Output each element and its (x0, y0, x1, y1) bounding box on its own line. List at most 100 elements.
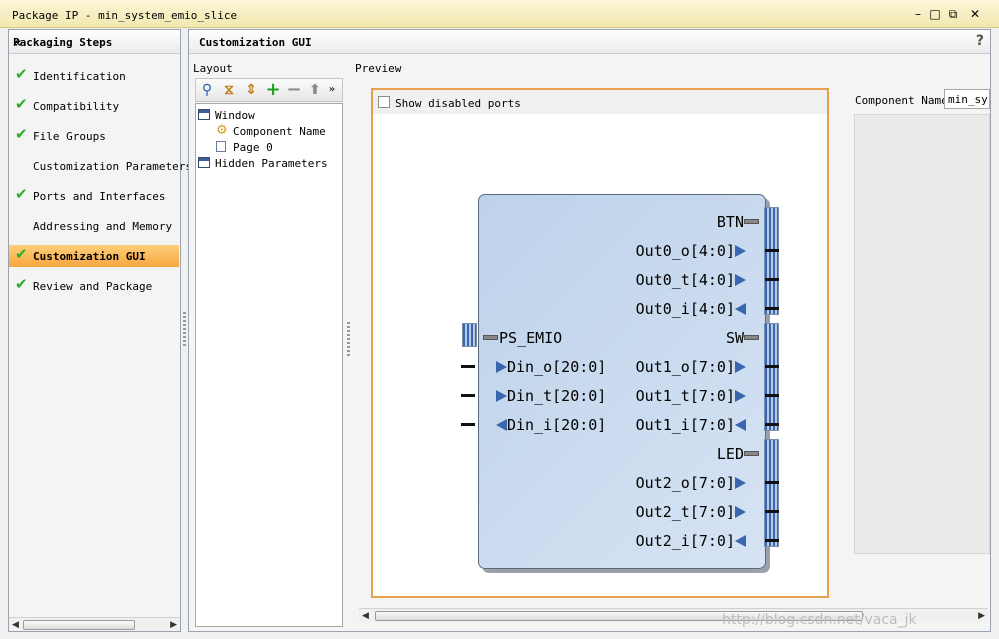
pin-out2-o (765, 481, 779, 484)
layout-label: Layout (193, 62, 233, 75)
step-item[interactable]: ✔Review and Package (9, 275, 179, 297)
input-arrow-icon (735, 419, 746, 431)
expand-all-icon[interactable]: ⇕ (245, 82, 257, 98)
right-bus-bar-sw (764, 323, 779, 431)
checkmark-icon: ✔ (15, 185, 28, 203)
move-up-icon[interactable]: ⬆ (309, 82, 321, 98)
title-bar: Package IP - min_system_emio_slice – □ ⧉… (0, 0, 999, 28)
close-icon[interactable]: ✕ (969, 7, 981, 21)
left-port-din-o: Din_o[20:0] (496, 358, 606, 376)
left-bus-bar (462, 323, 477, 347)
right-bus-bar-btn (764, 207, 779, 315)
step-label: File Groups (33, 130, 106, 143)
packaging-steps-panel: Packaging Steps « ✔ Identification ✔Compat… (8, 29, 192, 632)
step-item[interactable]: ✔ File Groups (9, 125, 179, 147)
ip-block[interactable]: PS_EMIO Din_o[20:0] Din_t[20:0] Din_i[20… (478, 194, 766, 569)
port-out0-i: Out0_i[4:0] (636, 300, 746, 318)
step-label: Review and Package (33, 280, 153, 293)
port-out2-o: Out2_o[7:0] (636, 474, 746, 492)
right-bus-bar-led (764, 439, 779, 547)
output-arrow-icon (735, 477, 746, 489)
checkmark-icon: ✔ (15, 125, 28, 143)
port-label: Out0_o[4:0] (635, 242, 735, 260)
minimize-icon[interactable]: – (915, 7, 921, 21)
scroll-left-icon[interactable]: ◀ (12, 620, 19, 630)
tree-item-label: Window (215, 109, 255, 122)
port-out2-t: Out2_t[7:0] (636, 503, 746, 521)
preview-horizontal-scrollbar[interactable]: ◀ ▶ (359, 608, 988, 622)
output-arrow-icon (735, 390, 746, 402)
help-icon[interactable]: ? (975, 33, 984, 49)
step-item[interactable]: Addressing and Memory (9, 215, 179, 237)
step-label: Addressing and Memory (33, 220, 173, 233)
pin-din-t (461, 394, 475, 397)
step-item[interactable]: ✔Customization GUI (9, 245, 179, 267)
collapse-icon[interactable]: « (13, 36, 22, 51)
step-label: Ports and Interfaces (33, 190, 166, 203)
port-label: Out1_t[7:0] (635, 387, 735, 405)
steps-header-title: Packaging Steps (13, 36, 113, 49)
step-item[interactable]: ✔ Identification (9, 65, 179, 87)
component-name-label: Component Name (855, 94, 948, 107)
output-arrow-icon (735, 245, 746, 257)
scroll-thumb[interactable] (23, 620, 135, 630)
tree-item-label: Hidden Parameters (215, 157, 328, 170)
checkmark-icon: ✔ (15, 245, 28, 263)
port-label: Out2_o[7:0] (635, 474, 735, 492)
pin-out2-i (765, 539, 779, 542)
input-arrow-icon (735, 535, 746, 547)
input-arrow-icon (496, 361, 507, 373)
show-disabled-ports-checkbox[interactable] (378, 96, 390, 108)
step-item[interactable]: ✔ Ports and Interfaces (9, 185, 179, 207)
port-out1-i: Out1_i[7:0] (636, 416, 746, 434)
port-label: Din_t[20:0] (507, 387, 607, 405)
toolbar-overflow-icon[interactable]: » (328, 84, 336, 95)
page-title: Customization GUI (199, 36, 312, 49)
preview-area: Show disabled ports PS_EMIO Din_o[20:0] … (355, 78, 990, 629)
pin-out1-t (765, 394, 779, 397)
steps-header: Packaging Steps « (9, 30, 180, 54)
steps-horizontal-scrollbar[interactable]: ◀ ▶ (9, 617, 180, 631)
input-arrow-icon (496, 390, 507, 402)
watermark: http://blog.csdn.net/vaca_jk (722, 612, 917, 628)
window-icon (198, 157, 210, 168)
step-item[interactable]: Customization Parameters (9, 155, 192, 177)
pin-out0-i (765, 307, 779, 310)
bus-icon (744, 451, 759, 456)
add-icon[interactable]: + (265, 79, 281, 100)
right-bus-led: LED (717, 445, 759, 463)
component-name-input[interactable]: min_system_emio_slice (944, 89, 990, 109)
restore-icon[interactable]: ⧉ (948, 7, 958, 21)
port-label: LED (716, 445, 744, 463)
pin-din-i (461, 423, 475, 426)
layout-tree: Window ⚙ Component Name Page 0 Hidden Pa… (195, 103, 343, 627)
output-arrow-icon (735, 506, 746, 518)
layout-splitter-handle[interactable] (347, 322, 350, 358)
step-label: Identification (33, 70, 126, 83)
port-out1-t: Out1_t[7:0] (636, 387, 746, 405)
output-arrow-icon (735, 361, 746, 373)
window-title: Package IP - min_system_emio_slice (12, 9, 238, 22)
remove-icon[interactable]: − (286, 79, 302, 100)
preview-frame: Show disabled ports PS_EMIO Din_o[20:0] … (371, 88, 829, 598)
step-item[interactable]: ✔Compatibility (9, 95, 179, 117)
left-port-din-i: Din_i[20:0] (496, 416, 606, 434)
pin-out1-i (765, 423, 779, 426)
port-out1-o: Out1_o[7:0] (636, 358, 746, 376)
scroll-thumb[interactable] (375, 611, 863, 621)
port-label: Out1_i[7:0] (635, 416, 735, 434)
scroll-left-icon[interactable]: ◀ (362, 611, 369, 621)
scroll-right-icon[interactable]: ▶ (170, 620, 177, 630)
window-icon (198, 109, 210, 120)
checkmark-icon: ✔ (15, 65, 28, 83)
port-out2-i: Out2_i[7:0] (636, 532, 746, 550)
port-label: SW (725, 329, 744, 347)
page-icon (216, 141, 226, 152)
search-icon[interactable]: ⚲ (201, 82, 213, 98)
splitter-handle[interactable] (183, 312, 186, 348)
main-header: Customization GUI ? (189, 30, 990, 54)
scroll-right-icon[interactable]: ▶ (978, 611, 985, 621)
maximize-icon[interactable]: □ (929, 7, 941, 21)
collapse-all-icon[interactable]: ⧖ (224, 82, 234, 98)
pin-out0-t (765, 278, 779, 281)
